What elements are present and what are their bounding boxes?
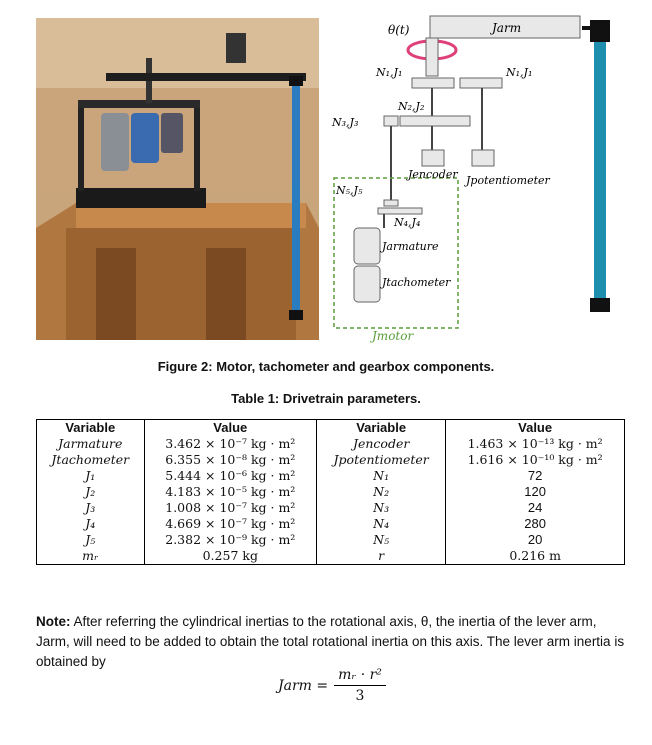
cell-var: J₃ [36,500,145,516]
cell-value: 6.355 × 10⁻⁸ kg · m² [143,452,318,468]
cell-var: N₂ [316,484,447,500]
arm-rod [594,40,606,310]
cell-var: r [316,548,447,565]
theta-label: θ(t) [388,23,410,37]
table-row: J₅ 2.382 × 10⁻⁹ kg · m² N₅ 20 [36,532,625,548]
cell-value: 24 [445,500,625,516]
n4j4-label: N₄,J₄ [393,216,420,229]
n2j2-label: N₂,J₂ [397,100,424,113]
cell-value: 72 [445,468,625,484]
cell-value: 4.183 × 10⁻⁵ kg · m² [143,484,318,500]
note-label: Note: [36,614,71,629]
cell-var: N₄ [316,516,447,532]
jarmature-label: Jarmature [380,240,439,253]
drivetrain-diagram: θ(t) Jarm N₁,J₁ N₁,J₁ N₂,J₂ N₃,J₃ Jencod… [331,15,610,343]
cell-var: N₅ [316,532,447,548]
equation-numerator: mᵣ · r² [334,667,386,686]
table-row: J₃ 1.008 × 10⁻⁷ kg · m² N₃ 24 [36,500,625,516]
cell-var: Jarmature [36,436,145,452]
table-row: J₂ 4.183 × 10⁻⁵ kg · m² N₂ 120 [36,484,625,500]
jpotentiometer-label: Jpotentiometer [464,174,551,187]
cell-var: J₅ [36,532,145,548]
cell-value: 1.463 × 10⁻¹³ kg · m² [445,436,625,452]
equation-denominator: 3 [355,688,365,704]
cell-var: Jencoder [316,436,447,452]
jencoder-label: Jencoder [406,168,458,181]
figure-caption: Figure 2: Motor, tachometer and gearbox … [157,359,495,374]
jtachometer-label: Jtachometer [380,276,451,289]
header-value-1: Value [143,419,318,436]
cell-value: 0.257 kg [143,548,318,565]
cell-var: mᵣ [36,548,145,565]
cell-value: 1.008 × 10⁻⁷ kg · m² [143,500,318,516]
cell-value: 120 [445,484,625,500]
n1j1-left-label: N₁,J₁ [375,66,402,79]
n1j1-right-label: N₁,J₁ [505,66,532,79]
equation-fraction: mᵣ · r² 3 [334,667,386,704]
cell-value: 20 [445,532,625,548]
cell-value: 5.444 × 10⁻⁶ kg · m² [143,468,318,484]
table-row: J₁ 5.444 × 10⁻⁶ kg · m² N₁ 72 [36,468,625,484]
table-caption: Table 1: Drivetrain parameters. [231,391,421,406]
header-value-2: Value [445,419,625,436]
motor-box [333,177,459,329]
jarm-label: Jarm [489,21,521,35]
arm-bar [429,15,581,39]
cell-var: N₃ [316,500,447,516]
table-row: mᵣ 0.257 kg r 0.216 m [36,548,625,565]
cell-value: 3.462 × 10⁻⁷ kg · m² [143,436,318,452]
jarm-equation: Jarm = mᵣ · r² 3 [278,667,386,704]
cell-value: 4.669 × 10⁻⁷ kg · m² [143,516,318,532]
header-variable-1: Variable [36,419,145,436]
cell-var: J₁ [36,468,145,484]
cell-var: N₁ [316,468,447,484]
equation-lhs: Jarm = [278,677,329,694]
jmotor-label: Jmotor [369,329,414,343]
cell-value: 280 [445,516,625,532]
cell-value: 2.382 × 10⁻⁹ kg · m² [143,532,318,548]
note-paragraph: Note: After referring the cylindrical in… [36,612,626,672]
n3j3-label: N₃,J₃ [331,116,358,129]
cell-var: Jtachometer [36,452,145,468]
cell-var: J₂ [36,484,145,500]
note-text: After referring the cylindrical inertias… [36,614,625,669]
table-row: Jtachometer 6.355 × 10⁻⁸ kg · m² Jpotent… [36,452,625,468]
cell-value: 0.216 m [445,548,625,565]
n5j5-label: N₅,J₅ [335,184,363,197]
cell-value: 1.616 × 10⁻¹⁰ kg · m² [445,452,625,468]
cell-var: Jpotentiometer [316,452,447,468]
table-row: J₄ 4.669 × 10⁻⁷ kg · m² N₄ 280 [36,516,625,532]
table-header-row: Variable Value Variable Value [36,419,625,436]
table-row: Jarmature 3.462 × 10⁻⁷ kg · m² Jencoder … [36,436,625,452]
cell-var: J₄ [36,516,145,532]
header-variable-2: Variable [316,419,447,436]
drivetrain-parameters-table: Variable Value Variable Value Jarmature … [36,419,625,565]
apparatus-photo [36,18,319,340]
